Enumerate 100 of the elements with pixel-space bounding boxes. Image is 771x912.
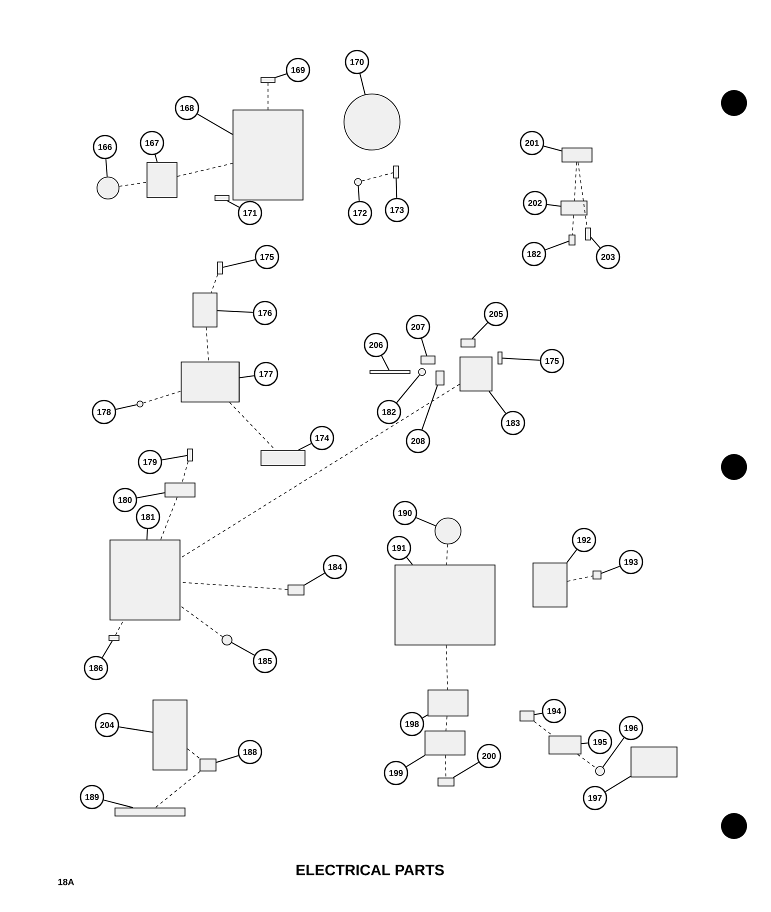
assembly-line bbox=[567, 576, 593, 582]
leader-line bbox=[381, 355, 390, 371]
part-drawing bbox=[498, 352, 502, 364]
assembly-line bbox=[577, 754, 596, 768]
part-drawing bbox=[394, 564, 496, 646]
callout-number: 199 bbox=[384, 760, 408, 786]
part-drawing bbox=[108, 635, 120, 641]
part-drawing bbox=[260, 450, 306, 466]
leader-line bbox=[105, 158, 108, 178]
part-drawing bbox=[146, 162, 178, 198]
assembly-line bbox=[142, 390, 182, 404]
part-drawing bbox=[136, 400, 144, 408]
leader-line bbox=[216, 755, 239, 763]
assembly-line bbox=[534, 721, 554, 736]
callout-number: 183 bbox=[500, 410, 526, 436]
assembly-line bbox=[180, 606, 223, 638]
callout-number: 166 bbox=[92, 134, 118, 160]
leader-line bbox=[604, 776, 632, 792]
part-drawing bbox=[592, 570, 602, 580]
leader-line bbox=[421, 338, 428, 356]
callout-number: 182 bbox=[522, 242, 546, 266]
assembly-line bbox=[578, 162, 588, 228]
part-drawing bbox=[532, 562, 568, 608]
leader-line bbox=[396, 374, 420, 404]
part-drawing bbox=[630, 746, 678, 778]
callout-number: 195 bbox=[588, 730, 612, 754]
part-drawing bbox=[460, 338, 476, 348]
part-drawing bbox=[288, 584, 304, 596]
callout-number: 205 bbox=[484, 302, 508, 326]
callout-number: 170 bbox=[344, 50, 370, 74]
callout-number: 208 bbox=[406, 428, 430, 454]
leader-line bbox=[422, 384, 438, 430]
callout-number: 193 bbox=[618, 550, 644, 574]
callout-number: 184 bbox=[322, 554, 348, 580]
callout-number: 192 bbox=[572, 528, 596, 552]
callout-number: 185 bbox=[252, 648, 278, 674]
part-drawing bbox=[370, 370, 410, 374]
callout-number: 188 bbox=[238, 740, 262, 764]
leader-line bbox=[590, 236, 601, 248]
assembly-line bbox=[572, 215, 574, 235]
leader-line bbox=[298, 443, 312, 451]
part-drawing bbox=[460, 356, 492, 392]
page-number: 18A bbox=[58, 878, 74, 886]
part-drawing bbox=[164, 482, 196, 498]
part-drawing bbox=[96, 176, 120, 200]
leader-line bbox=[502, 358, 540, 361]
callout-number: 194 bbox=[542, 698, 566, 724]
leader-line bbox=[406, 754, 426, 768]
leader-line bbox=[304, 572, 326, 586]
callout-number: 181 bbox=[136, 504, 160, 530]
assembly-line bbox=[115, 620, 124, 636]
assembly-line bbox=[574, 162, 577, 201]
leader-line bbox=[534, 712, 543, 716]
callout-number: 173 bbox=[384, 198, 410, 222]
leader-line bbox=[416, 517, 436, 526]
assembly-line bbox=[446, 544, 448, 565]
part-drawing bbox=[424, 730, 466, 756]
part-drawing bbox=[222, 634, 232, 646]
part-drawing bbox=[595, 766, 605, 776]
part-drawing bbox=[187, 448, 193, 462]
leader-line bbox=[239, 375, 254, 378]
callout-number: 172 bbox=[348, 200, 372, 226]
assembly-line bbox=[210, 274, 218, 293]
part-drawing bbox=[260, 77, 276, 83]
assembly-line bbox=[118, 182, 147, 187]
part-drawing bbox=[428, 690, 468, 716]
assembly-line bbox=[180, 582, 288, 590]
leader-line bbox=[154, 154, 158, 163]
leader-line bbox=[216, 310, 254, 313]
part-drawing bbox=[438, 778, 454, 786]
leader-line bbox=[274, 73, 287, 78]
callout-number: 189 bbox=[80, 784, 104, 810]
part-drawing bbox=[180, 362, 240, 402]
callout-number: 180 bbox=[112, 488, 138, 512]
leader-line bbox=[222, 259, 256, 268]
leader-line bbox=[488, 390, 506, 414]
callout-number: 182 bbox=[376, 400, 402, 424]
assembly-line bbox=[155, 771, 200, 808]
assembly-line bbox=[182, 461, 189, 483]
assembly-line bbox=[229, 402, 276, 450]
leader-line bbox=[226, 200, 240, 208]
callout-number: 207 bbox=[406, 314, 430, 340]
callout-number: 190 bbox=[392, 500, 418, 526]
leader-line bbox=[602, 737, 624, 768]
leader-line bbox=[422, 714, 428, 718]
assembly-line bbox=[187, 748, 200, 759]
leader-line bbox=[115, 404, 138, 410]
leader-line bbox=[566, 549, 578, 564]
part-drawing bbox=[568, 234, 576, 246]
part-drawing bbox=[548, 736, 582, 754]
leader-line bbox=[197, 114, 234, 135]
leader-line bbox=[600, 566, 620, 574]
callout-number: 186 bbox=[84, 656, 108, 680]
assembly-line bbox=[446, 645, 448, 690]
assembly-line bbox=[160, 497, 178, 540]
callout-number: 169 bbox=[286, 58, 310, 82]
callout-number: 196 bbox=[618, 716, 644, 740]
leader-line bbox=[118, 726, 154, 733]
part-drawing bbox=[585, 228, 591, 240]
leader-line bbox=[102, 640, 113, 658]
